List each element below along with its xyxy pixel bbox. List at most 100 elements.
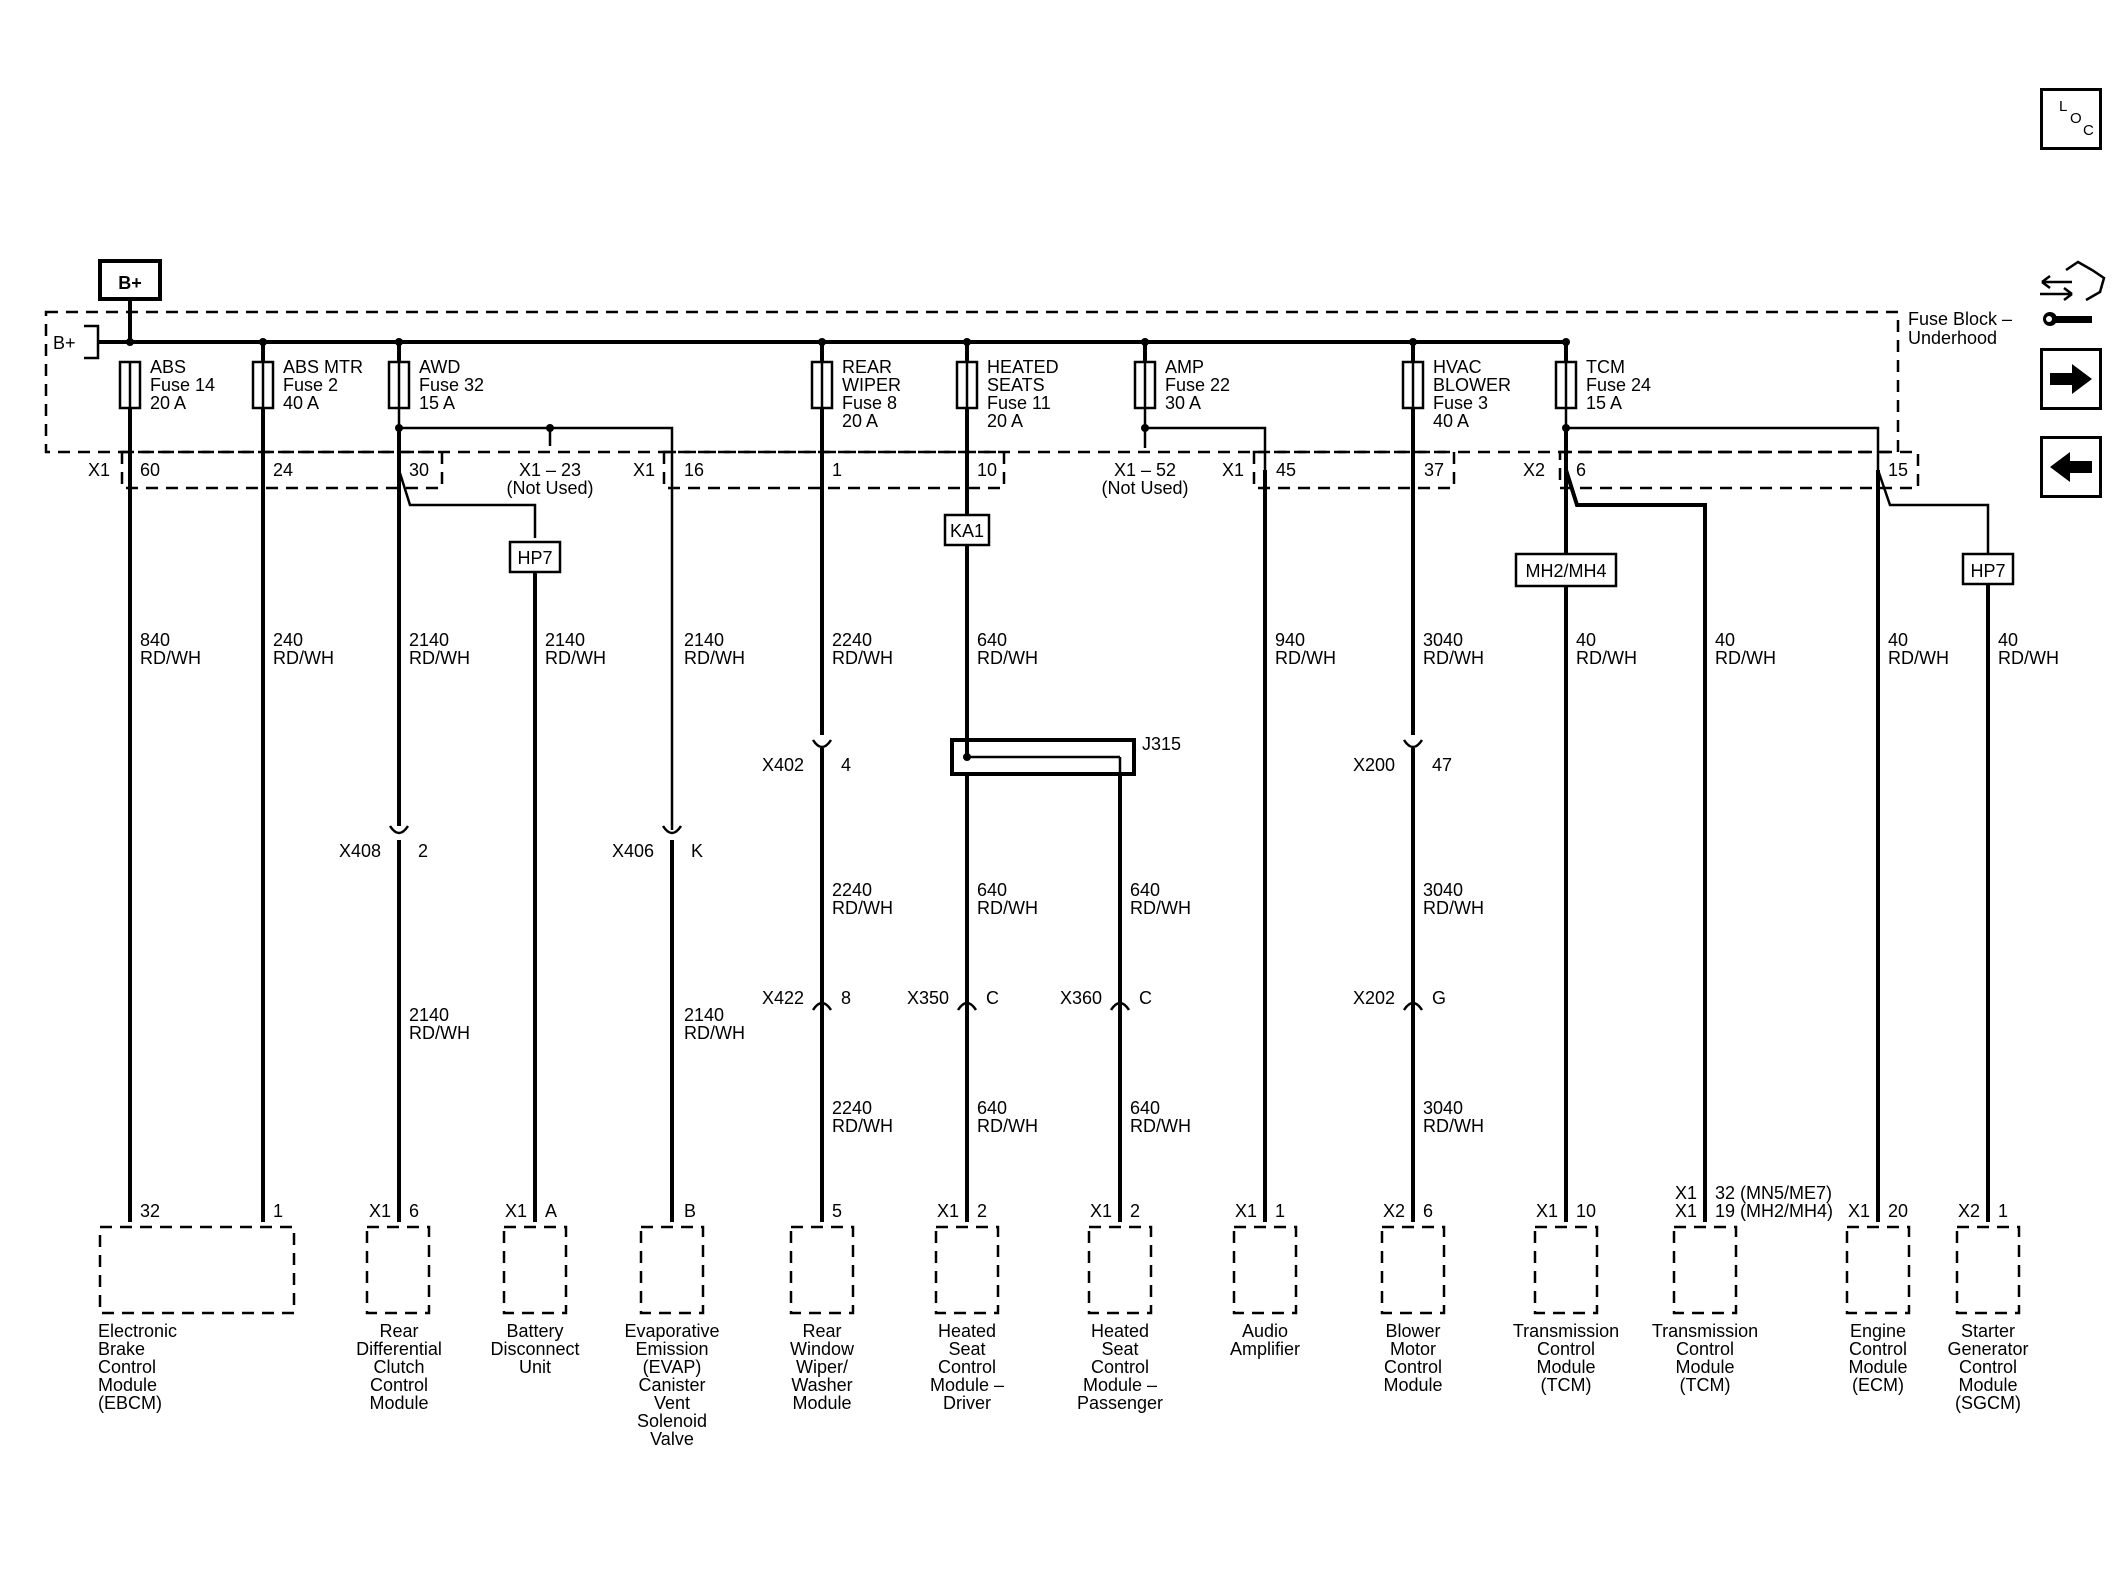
svg-text:RD/WH: RD/WH bbox=[1715, 648, 1776, 668]
svg-text:Battery: Battery bbox=[506, 1321, 563, 1341]
svg-text:Transmission: Transmission bbox=[1513, 1321, 1619, 1341]
svg-text:BLOWER: BLOWER bbox=[1433, 375, 1511, 395]
svg-text:Washer: Washer bbox=[791, 1375, 852, 1395]
svg-text:Disconnect: Disconnect bbox=[490, 1339, 579, 1359]
svg-text:X202: X202 bbox=[1353, 988, 1395, 1008]
splice-pack-j315: J315 bbox=[950, 734, 1181, 1222]
module-rear-diff-clutch bbox=[365, 1225, 431, 1315]
svg-text:X408: X408 bbox=[339, 841, 381, 861]
svg-text:X2: X2 bbox=[1383, 1201, 1405, 1221]
svg-text:Wiper/: Wiper/ bbox=[796, 1357, 848, 1377]
svg-text:X1: X1 bbox=[1222, 460, 1244, 480]
svg-text:Fuse 32: Fuse 32 bbox=[419, 375, 484, 395]
svg-text:Motor: Motor bbox=[1390, 1339, 1436, 1359]
svg-text:Heated: Heated bbox=[938, 1321, 996, 1341]
module-tcm-1 bbox=[1533, 1225, 1599, 1315]
location-view-button[interactable]: L O C bbox=[2040, 88, 2102, 150]
svg-text:30 A: 30 A bbox=[1165, 393, 1201, 413]
svg-text:Control: Control bbox=[1537, 1339, 1595, 1359]
svg-text:RD/WH: RD/WH bbox=[684, 1023, 745, 1043]
svg-text:Fuse 3: Fuse 3 bbox=[1433, 393, 1488, 413]
module-heated-seat-passenger bbox=[1087, 1225, 1153, 1315]
svg-text:X1: X1 bbox=[1848, 1201, 1870, 1221]
svg-text:Control: Control bbox=[1676, 1339, 1734, 1359]
previous-page-button[interactable] bbox=[2040, 436, 2102, 498]
svg-text:X2: X2 bbox=[1958, 1201, 1980, 1221]
svg-text:6: 6 bbox=[1576, 460, 1586, 480]
svg-text:RD/WH: RD/WH bbox=[1576, 648, 1637, 668]
svg-text:WIPER: WIPER bbox=[842, 375, 901, 395]
svg-text:19 (MH2/MH4): 19 (MH2/MH4) bbox=[1715, 1201, 1833, 1221]
svg-text:MH2/MH4: MH2/MH4 bbox=[1525, 561, 1606, 581]
svg-text:X1 – 52: X1 – 52 bbox=[1114, 460, 1176, 480]
svg-text:Brake: Brake bbox=[98, 1339, 145, 1359]
arrow-right-icon bbox=[2050, 364, 2092, 394]
svg-text:Fuse 11: Fuse 11 bbox=[987, 393, 1051, 413]
splice-ka1: KA1 bbox=[943, 513, 991, 547]
svg-text:A: A bbox=[545, 1201, 557, 1221]
svg-text:RD/WH: RD/WH bbox=[545, 648, 606, 668]
svg-text:REAR: REAR bbox=[842, 357, 892, 377]
svg-text:Starter: Starter bbox=[1961, 1321, 2015, 1341]
svg-text:32: 32 bbox=[140, 1201, 160, 1221]
svg-text:Module: Module bbox=[1383, 1375, 1442, 1395]
svg-text:RD/WH: RD/WH bbox=[1130, 898, 1191, 918]
svg-text:RD/WH: RD/WH bbox=[977, 898, 1038, 918]
svg-text:RD/WH: RD/WH bbox=[832, 1116, 893, 1136]
svg-text:G: G bbox=[1432, 988, 1446, 1008]
svg-text:1: 1 bbox=[273, 1201, 283, 1221]
svg-text:32 (MN5/ME7): 32 (MN5/ME7) bbox=[1715, 1183, 1832, 1203]
fuse-block-outline bbox=[44, 310, 1900, 454]
svg-text:KA1: KA1 bbox=[950, 521, 984, 541]
bus-input-label: B+ bbox=[53, 333, 76, 353]
svg-text:2140: 2140 bbox=[409, 630, 449, 650]
svg-text:Canister: Canister bbox=[638, 1375, 705, 1395]
svg-text:X200: X200 bbox=[1353, 755, 1395, 775]
service-info-icon[interactable] bbox=[2040, 260, 2106, 326]
svg-text:HVAC: HVAC bbox=[1433, 357, 1482, 377]
svg-text:B: B bbox=[684, 1201, 696, 1221]
svg-text:(SGCM): (SGCM) bbox=[1955, 1393, 2021, 1413]
svg-text:45: 45 bbox=[1276, 460, 1296, 480]
svg-text:15 A: 15 A bbox=[419, 393, 455, 413]
module-sgcm bbox=[1955, 1225, 2021, 1315]
svg-text:40 A: 40 A bbox=[1433, 411, 1469, 431]
module-evap-valve bbox=[639, 1225, 705, 1315]
svg-text:Module: Module bbox=[1536, 1357, 1595, 1377]
svg-text:Module: Module bbox=[98, 1375, 157, 1395]
svg-text:2: 2 bbox=[418, 841, 428, 861]
splice-mh2-mh4: MH2/MH4 bbox=[1514, 552, 1618, 1222]
svg-text:Solenoid: Solenoid bbox=[637, 1411, 707, 1431]
svg-text:Electronic: Electronic bbox=[98, 1321, 177, 1341]
svg-text:20 A: 20 A bbox=[987, 411, 1023, 431]
svg-text:X1: X1 bbox=[1675, 1201, 1697, 1221]
svg-text:3040: 3040 bbox=[1423, 880, 1463, 900]
svg-text:840: 840 bbox=[140, 630, 170, 650]
arrow-left-icon bbox=[2050, 452, 2092, 482]
svg-text:40: 40 bbox=[1576, 630, 1596, 650]
bus-input-bracket bbox=[84, 324, 100, 360]
svg-text:15 A: 15 A bbox=[1586, 393, 1622, 413]
svg-text:SEATS: SEATS bbox=[987, 375, 1045, 395]
svg-text:Valve: Valve bbox=[650, 1429, 694, 1449]
module-tcm-2 bbox=[1672, 1225, 1738, 1315]
svg-text:RD/WH: RD/WH bbox=[1998, 648, 2059, 668]
svg-text:RD/WH: RD/WH bbox=[409, 648, 470, 668]
svg-text:RD/WH: RD/WH bbox=[140, 648, 201, 668]
fuse-block-pin-labels: X1 60 24 30 X1 – 23 (Not Used) X1 16 1 1… bbox=[88, 460, 1908, 498]
svg-text:Module: Module bbox=[1848, 1357, 1907, 1377]
svg-text:1: 1 bbox=[1998, 1201, 2008, 1221]
svg-text:(ECM): (ECM) bbox=[1852, 1375, 1904, 1395]
next-page-button[interactable] bbox=[2040, 348, 2102, 410]
module-ebcm bbox=[98, 1225, 296, 1315]
svg-text:40: 40 bbox=[1998, 630, 2018, 650]
svg-text:Audio: Audio bbox=[1242, 1321, 1288, 1341]
svg-text:X1: X1 bbox=[1536, 1201, 1558, 1221]
module-blower-motor bbox=[1380, 1225, 1446, 1315]
svg-text:2240: 2240 bbox=[832, 880, 872, 900]
svg-text:RD/WH: RD/WH bbox=[1888, 648, 1949, 668]
